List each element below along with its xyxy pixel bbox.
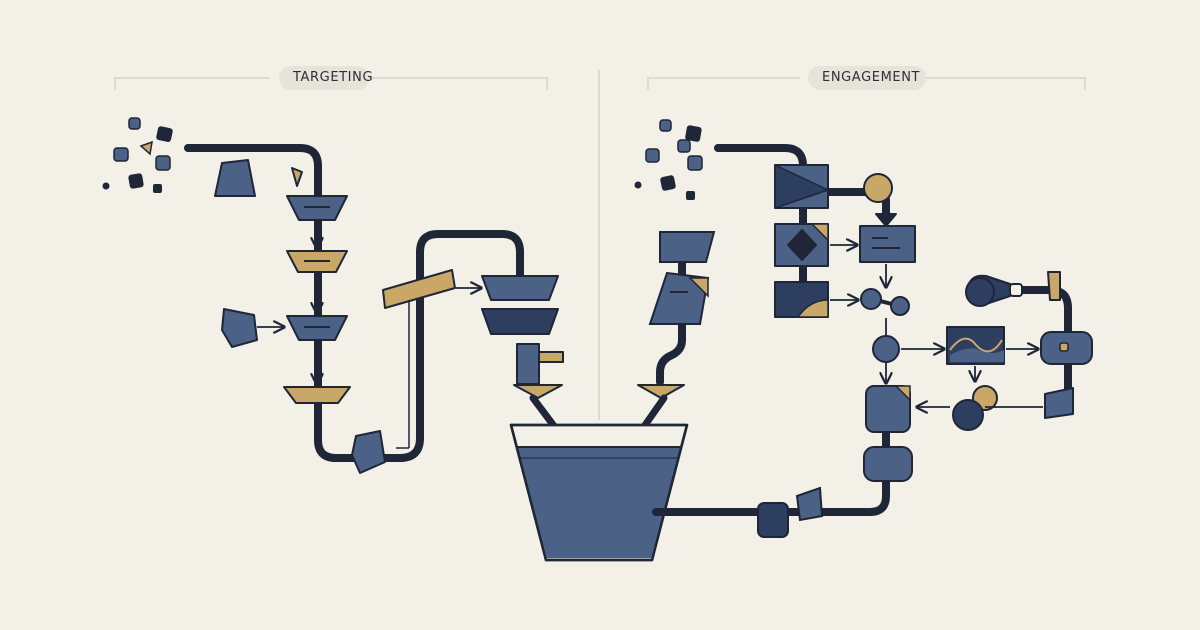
capsule-icon — [863, 446, 913, 482]
tab-icon — [538, 351, 564, 363]
shard-icon — [1044, 387, 1074, 419]
bucket-icon — [509, 423, 689, 562]
funnel-icon — [637, 384, 685, 399]
shard-icon — [214, 159, 256, 197]
shard-icon — [291, 167, 303, 187]
particle-icon — [128, 117, 141, 130]
funnel-icon — [513, 384, 563, 399]
container-icon — [774, 281, 829, 318]
particle-icon — [153, 184, 162, 193]
engagement-nodes — [774, 164, 1093, 482]
engagement-particles — [634, 119, 703, 200]
pentagon-icon — [351, 430, 386, 474]
flag-icon — [1047, 271, 1061, 301]
particle-icon — [128, 173, 144, 189]
particle-icon — [660, 175, 676, 191]
section-divider-lines — [114, 70, 1086, 420]
targeting-pipes — [184, 144, 524, 462]
engagement-connectors — [830, 245, 1043, 407]
targeting-arrows — [257, 224, 480, 449]
particle-icon — [687, 155, 703, 171]
tag-icon — [382, 269, 456, 309]
section-label-engagement: ENGAGEMENT — [808, 66, 926, 90]
particle-icon — [139, 140, 153, 156]
particle-icon — [156, 126, 173, 142]
funnel-icon — [481, 308, 559, 335]
center-stack — [481, 275, 685, 399]
document-icon — [859, 225, 916, 263]
node-icon — [890, 296, 910, 316]
section-label-targeting: TARGETING — [279, 66, 373, 90]
node-icon — [757, 502, 789, 538]
column-icon — [516, 343, 540, 385]
particle-icon — [155, 155, 171, 171]
funnel-icon — [481, 275, 559, 301]
node-icon — [795, 486, 824, 522]
targeting-nodes — [214, 159, 456, 474]
document-icon — [648, 271, 710, 325]
outflow-pipe — [652, 426, 890, 538]
node-icon — [860, 288, 882, 310]
particle-icon — [645, 148, 660, 163]
node-icon — [863, 173, 893, 203]
particle-icon — [685, 125, 702, 142]
particle-icon — [686, 191, 695, 200]
particle-icon — [659, 119, 672, 132]
inflow-right — [648, 231, 716, 386]
shard-icon — [659, 231, 716, 263]
arrow-icon — [875, 213, 897, 227]
funnel-icon — [283, 386, 351, 404]
particle-icon — [677, 139, 691, 153]
pentagon-icon — [221, 308, 258, 348]
node-icon — [872, 335, 900, 363]
particle-icon — [634, 181, 642, 189]
node-icon — [952, 399, 984, 431]
targeting-particles — [102, 117, 173, 193]
particle-icon — [102, 182, 110, 190]
particle-icon — [113, 147, 129, 162]
